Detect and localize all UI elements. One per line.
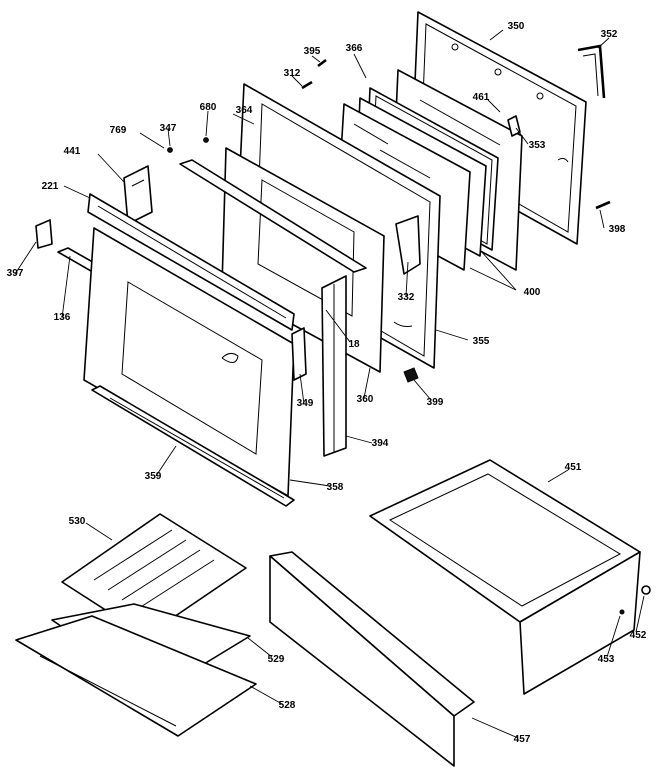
callout-398: 398 [608, 224, 626, 235]
small-screw [167, 137, 209, 153]
door-stop [403, 367, 419, 383]
callout-358: 358 [326, 482, 344, 493]
callout-399: 399 [426, 397, 444, 408]
shoulder-screw [301, 80, 313, 90]
callout-221: 221 [41, 181, 59, 192]
oven-rack [15, 615, 257, 737]
callout-397: 397 [6, 268, 24, 279]
hinge-screw [317, 58, 327, 68]
callout-353: 353 [528, 140, 546, 151]
callout-457: 457 [513, 734, 531, 745]
callout-453: 453 [597, 654, 615, 665]
callout-18: 18 [348, 339, 360, 350]
door-screw [595, 200, 611, 210]
callout-136: 136 [53, 312, 71, 323]
callout-530: 530 [68, 516, 86, 527]
insulation-block [291, 327, 307, 381]
callout-451: 451 [564, 462, 582, 473]
drawer-glide-screw [619, 585, 651, 615]
door-latch [507, 115, 521, 137]
support-bracket [123, 165, 153, 225]
callout-355: 355 [472, 336, 490, 347]
door-gasket [179, 159, 367, 273]
callout-769: 769 [109, 125, 127, 136]
callout-680: 680 [199, 102, 217, 113]
callout-441: 441 [63, 146, 81, 157]
callout-400: 400 [523, 287, 541, 298]
callout-347: 347 [159, 123, 177, 134]
callout-352: 352 [600, 29, 618, 40]
callout-395: 395 [303, 46, 321, 57]
callout-366: 366 [345, 43, 363, 54]
handle-bracket [577, 44, 606, 99]
callout-359: 359 [144, 471, 162, 482]
side-frame-rail [321, 275, 347, 457]
callout-349: 349 [296, 398, 314, 409]
callout-364: 364 [235, 105, 253, 116]
callout-332: 332 [397, 292, 415, 303]
leader-lines [14, 29, 645, 739]
callout-312: 312 [283, 68, 301, 79]
callout-350: 350 [507, 21, 525, 32]
control-panel-trim [87, 193, 295, 331]
mounting-clip [35, 219, 53, 249]
callout-394: 394 [371, 438, 389, 449]
door-bottom-trim [91, 385, 295, 507]
callout-461: 461 [472, 92, 490, 103]
drawer-front-panel [269, 551, 475, 767]
callout-529: 529 [267, 654, 285, 665]
callout-360: 360 [356, 394, 374, 405]
storage-drawer-body [369, 459, 641, 695]
door-hinge [395, 215, 421, 275]
callout-528: 528 [278, 700, 296, 711]
callout-452: 452 [629, 630, 647, 641]
